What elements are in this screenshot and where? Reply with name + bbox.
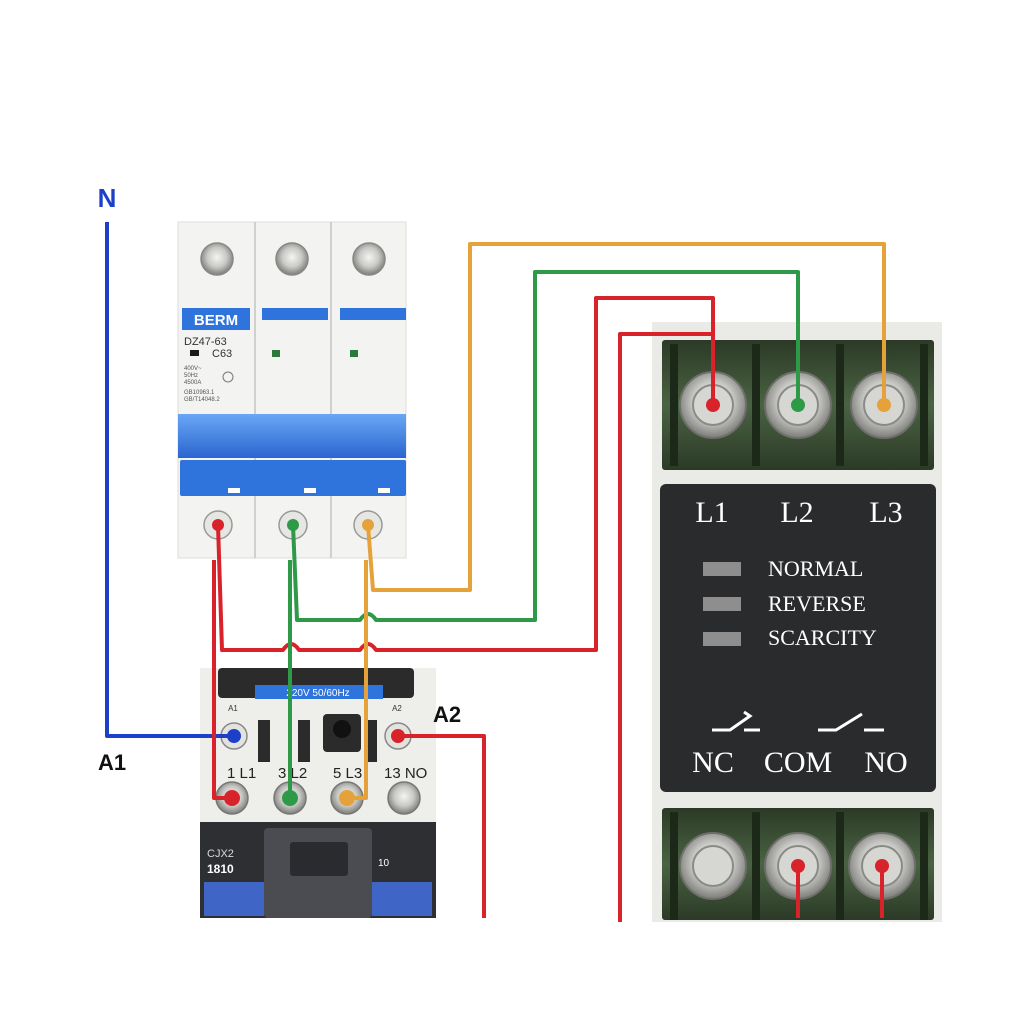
circuit-breaker: BERM DZ47-63 C63 400V~ 50Hz 4500A GB1096…	[177, 221, 407, 559]
relay-com-wire-dot	[791, 859, 805, 873]
neutral-wire	[105, 222, 234, 738]
spec-line: 50Hz	[184, 373, 198, 379]
reverse-indicator-led	[703, 597, 741, 611]
screw-terminal-nc	[679, 832, 747, 900]
certification-mark	[222, 371, 234, 383]
contactor-aux-label: 10	[378, 858, 390, 869]
contact-label-com: COM	[764, 746, 832, 779]
terminal-label-13: 13 NO	[384, 765, 427, 782]
a1-small-label: A1	[228, 704, 238, 713]
contactor-series-label: CJX2	[207, 848, 234, 860]
relay-no-wire-dot	[875, 859, 889, 873]
contact-label-no: NO	[864, 746, 907, 779]
relay-contact-labels: NC COM NO	[692, 746, 908, 779]
contactor-3-wire-dot	[282, 790, 298, 806]
spec-line: 4500A	[184, 380, 201, 386]
breaker-toggle-bar[interactable]	[180, 460, 406, 496]
wires	[105, 222, 886, 922]
phase-l2-wire-breaker-to-relay	[291, 270, 800, 622]
normal-indicator-led	[703, 562, 741, 576]
contact-label-nc: NC	[692, 746, 734, 779]
breaker-l3-wire-dot	[362, 519, 374, 531]
coil-a2-wire	[398, 734, 486, 918]
breaker-top-screw	[352, 242, 386, 276]
standard-line: GB/T14048.2	[184, 397, 220, 403]
no-contact-symbol	[818, 712, 863, 732]
terminal-label-1: 1 L1	[227, 765, 256, 782]
relay-phase-labels: L1 L2 L3	[695, 496, 902, 529]
phase-l3-wire-breaker-to-relay	[366, 242, 886, 592]
scarcity-indicator-led	[703, 632, 741, 646]
relay-l1-wire-dot	[706, 398, 720, 412]
neutral-label: N	[98, 183, 117, 213]
terminal-label-3: 3 L2	[278, 765, 307, 782]
phase-l1-wire-breaker-to-relay	[216, 296, 715, 652]
indicator-label-normal: NORMAL	[768, 556, 863, 581]
breaker-l2-wire-dot	[287, 519, 299, 531]
relay-l2-wire-dot	[791, 398, 805, 412]
breaker-top-screw	[275, 242, 309, 276]
coil-rating-badge	[255, 685, 383, 699]
pole-indicator	[350, 350, 358, 357]
phase-label-l1: L1	[695, 496, 728, 529]
coil-rating-label: 220V 50/60Hz	[286, 688, 349, 699]
coil-a2-wire-dot	[391, 729, 405, 743]
pole-indicator	[272, 350, 280, 357]
spec-line: 400V~	[184, 366, 202, 372]
phase-label-l3: L3	[869, 496, 902, 529]
nc-contact-symbol	[712, 710, 753, 732]
breaker-rating-label: C63	[212, 348, 232, 360]
contactor-terminal-13-screw	[387, 781, 421, 815]
coil-a1-wire-dot	[227, 729, 241, 743]
relay-contact-symbols	[712, 710, 884, 732]
coil-a2-label: A2	[433, 702, 461, 727]
brand-label: BERM	[194, 312, 238, 329]
breaker-lever-housing	[178, 414, 406, 458]
coil-a1-label: A1	[98, 750, 126, 775]
breaker-body	[177, 221, 407, 559]
relay-front-panel	[660, 484, 936, 792]
brand-badge	[182, 308, 250, 330]
indicator-label-reverse: REVERSE	[768, 591, 866, 616]
contactor-1-wire-dot	[224, 790, 240, 806]
breaker-indicator	[190, 350, 199, 356]
wire-terminals	[212, 398, 891, 873]
terminal-label-5: 5 L3	[333, 765, 362, 782]
phase-label-l2: L2	[780, 496, 813, 529]
standard-line: GB10963.1	[184, 390, 215, 396]
relay-indicators: NORMAL REVERSE SCARCITY	[703, 556, 877, 650]
indicator-label-scarcity: SCARCITY	[768, 625, 877, 650]
a2-small-label: A2	[392, 704, 402, 713]
breaker-top-screw	[200, 242, 234, 276]
relay-l3-wire-dot	[877, 398, 891, 412]
relay-com-wire	[618, 332, 713, 922]
breaker-model-label: DZ47-63	[184, 336, 227, 348]
breaker-l1-wire-dot	[212, 519, 224, 531]
contactor-5-wire-dot	[339, 790, 355, 806]
ac-contactor: 220V 50/60Hz A1 A2 1 L1 3 L2 5 L3 13 NO …	[200, 668, 436, 918]
contactor-model-label: 1810	[207, 862, 234, 876]
